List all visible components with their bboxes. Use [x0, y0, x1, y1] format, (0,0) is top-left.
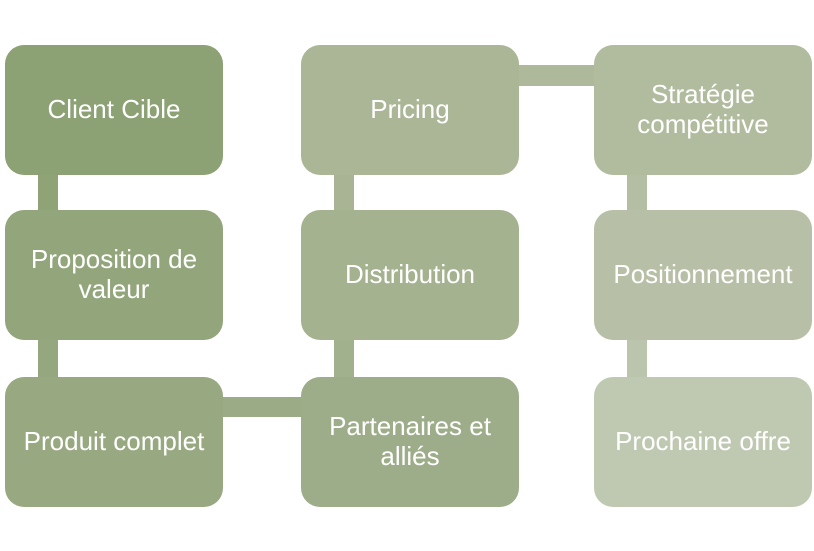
connector-client-cible-to-proposition [38, 175, 58, 210]
connector-pricing-to-strategie [519, 65, 594, 86]
connector-strategie-to-positionnement [627, 175, 647, 210]
connector-partenaires-to-distribution [334, 340, 354, 377]
node-distribution[interactable]: Distribution [301, 210, 519, 340]
node-produit-complet[interactable]: Produit complet [5, 377, 223, 507]
connector-positionnement-to-prochaine [627, 340, 647, 377]
node-label-proposition-de-valeur: Proposition de valeur [30, 244, 198, 304]
connector-proposition-to-produit [38, 340, 58, 377]
node-label-strategie-competitive: Stratégie compétitive [637, 79, 769, 139]
node-label-partenaires-et-allies: Partenaires et alliés [329, 411, 491, 471]
node-positionnement[interactable]: Positionnement [594, 210, 812, 340]
connector-produit-to-partenaires [223, 397, 301, 417]
node-label-positionnement: Positionnement [613, 259, 793, 290]
node-label-produit-complet: Produit complet [23, 426, 205, 457]
node-partenaires-et-allies[interactable]: Partenaires et alliés [301, 377, 519, 507]
node-label-client-cible: Client Cible [47, 94, 181, 125]
node-strategie-competitive[interactable]: Stratégie compétitive [594, 45, 812, 175]
node-label-distribution: Distribution [344, 259, 476, 290]
node-proposition-de-valeur[interactable]: Proposition de valeur [5, 210, 223, 340]
node-client-cible[interactable]: Client Cible [5, 45, 223, 175]
node-label-prochaine-offre: Prochaine offre [615, 426, 791, 457]
node-label-pricing: Pricing [370, 94, 450, 125]
node-pricing[interactable]: Pricing [301, 45, 519, 175]
connector-distribution-to-pricing [334, 175, 354, 210]
node-prochaine-offre[interactable]: Prochaine offre [594, 377, 812, 507]
